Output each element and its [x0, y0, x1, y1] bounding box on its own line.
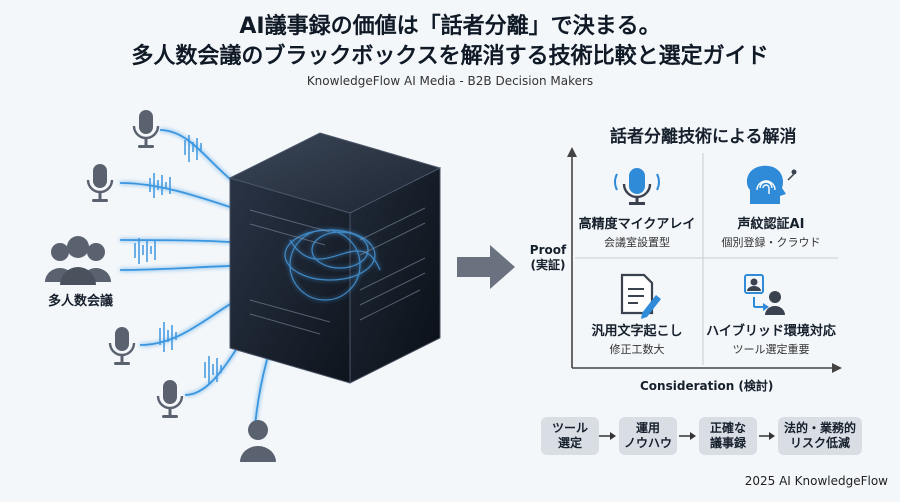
microphone-icon: [614, 168, 660, 205]
flow-arrows: [599, 432, 775, 440]
matrix-grid: [575, 153, 838, 365]
page-title-line2: 多人数会議のブラックボックスを解消する技術比較と選定ガイド: [131, 44, 769, 69]
flow-step-accurate-minutes: 正確な 議事録: [699, 417, 757, 455]
step-line1: 運用: [635, 421, 660, 435]
microphone-icon: [132, 110, 160, 148]
step-line1: 正確な: [709, 421, 746, 435]
microphone-icon: [86, 164, 114, 202]
y-axis-label: Proof (実証): [518, 243, 578, 273]
cell-subtitle: 個別登録・クラウド: [721, 236, 821, 249]
page-title-line1: AI議事録の価値は「話者分離」で決まる。: [239, 14, 661, 39]
matrix-cell-mic-array: 高精度マイクアレイ 会議室設置型: [572, 213, 702, 250]
matrix-cell-hybrid: ハイブリッド環境対応 ツール選定重要: [706, 320, 836, 357]
step-line2: ノウハウ: [623, 436, 672, 450]
microphone-icon: [108, 327, 136, 365]
step-line2: リスク低減: [789, 436, 850, 450]
matrix-axes: [567, 147, 842, 373]
arrow-right-icon: [457, 245, 515, 289]
matrix-cell-transcription: 汎用文字起こし 修正工数大: [572, 320, 702, 357]
x-axis-label: Consideration (検討): [640, 379, 774, 393]
cell-subtitle: 修正工数大: [609, 343, 665, 356]
cell-title: ハイブリッド環境対応: [706, 324, 836, 339]
cell-subtitle: ツール選定重要: [732, 343, 810, 356]
meeting-participants-label: 多人数会議: [48, 294, 114, 309]
step-line1: ツール: [551, 421, 588, 435]
document-pen-icon: [620, 273, 661, 319]
microphone-icon: [156, 380, 184, 418]
flow-step-operation: 運用 ノウハウ: [619, 417, 677, 455]
matrix-title: 話者分離技術による解消: [610, 127, 797, 147]
page-subtitle: KnowledgeFlow AI Media - B2B Decision Ma…: [306, 74, 594, 88]
matrix-cell-voiceprint-ai: 声紋認証AI 個別登録・クラウド: [706, 213, 836, 250]
cell-subtitle: 会議室設置型: [604, 236, 670, 249]
cell-title: 声紋認証AI: [737, 217, 805, 232]
y-axis-label-line1: Proof: [529, 243, 567, 257]
person-icon: [240, 420, 276, 462]
step-line1: 法的・業務的: [783, 421, 856, 435]
people-group-icon: [45, 236, 111, 285]
sound-wave-bars: [134, 135, 222, 384]
fingerprint-head-icon: [746, 165, 797, 204]
hybrid-people-icon: [744, 274, 785, 315]
black-box-cube: [228, 132, 442, 384]
cell-title: 汎用文字起こし: [591, 324, 683, 339]
footer-copyright: 2025 AI KnowledgeFlow: [744, 474, 888, 488]
step-line2: 選定: [557, 436, 582, 450]
flow-step-risk-reduction: 法的・業務的 リスク低減: [778, 417, 862, 455]
y-axis-label-line2: (実証): [530, 258, 566, 272]
step-line2: 議事録: [709, 436, 746, 450]
flow-step-tool-selection: ツール 選定: [541, 417, 599, 455]
cell-title: 高精度マイクアレイ: [578, 217, 696, 232]
